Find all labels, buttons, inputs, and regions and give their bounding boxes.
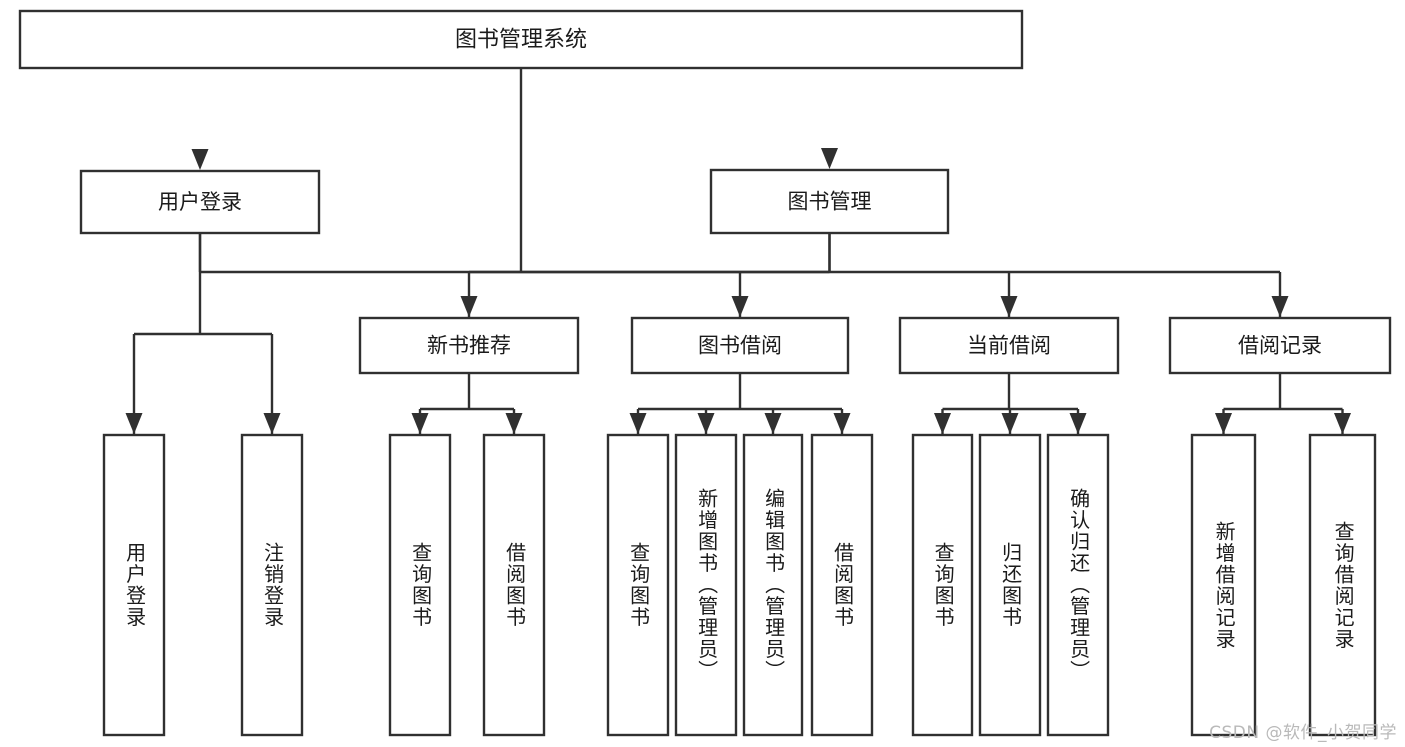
node-label-new-book-recommend: 新书推荐 <box>427 334 511 358</box>
arrow-down-icon <box>1271 296 1289 317</box>
node-box-return-book[interactable] <box>978 433 1042 737</box>
node-add-book-admin[interactable] <box>674 433 738 737</box>
arrow-down-icon <box>505 413 523 434</box>
arrow-down-icon <box>1334 413 1351 434</box>
node-box-book-management[interactable] <box>709 168 950 235</box>
node-label-current-borrow: 当前借阅 <box>967 334 1051 358</box>
arrow-down-icon <box>629 413 647 434</box>
node-box-edit-book-admin[interactable] <box>742 433 804 737</box>
node-box-add-borrow-record[interactable] <box>1190 433 1257 737</box>
node-label-borrow-records: 借阅记录 <box>1238 334 1322 358</box>
arrow-down-icon <box>833 413 851 434</box>
node-query-book-recommend[interactable] <box>388 433 452 737</box>
node-new-book-recommend[interactable]: 新书推荐 <box>358 316 580 375</box>
arrow-down-icon <box>1069 413 1087 434</box>
node-user-login[interactable]: 用户登录 <box>79 169 321 235</box>
node-label-book-borrow: 图书借阅 <box>698 334 782 358</box>
node-query-book-borrow[interactable] <box>606 433 670 737</box>
node-box-root[interactable] <box>18 9 1024 70</box>
node-borrow-book-recommend[interactable] <box>482 433 546 737</box>
node-borrow-book-borrow[interactable] <box>810 433 874 737</box>
arrow-down-icon <box>191 149 209 170</box>
arrow-down-icon <box>821 148 838 169</box>
node-box-add-book-admin[interactable] <box>674 433 738 737</box>
node-box-query-book-borrow[interactable] <box>606 433 670 737</box>
arrow-down-icon <box>263 413 281 434</box>
node-box-user-login[interactable] <box>79 169 321 235</box>
node-query-borrow-record[interactable] <box>1308 433 1377 737</box>
node-box-borrow-book-recommend[interactable] <box>482 433 546 737</box>
node-add-borrow-record[interactable] <box>1190 433 1257 737</box>
arrow-down-icon <box>934 413 951 434</box>
node-box-borrow-book-borrow[interactable] <box>810 433 874 737</box>
node-label-user-login: 用户登录 <box>158 190 242 214</box>
node-confirm-return-admin[interactable] <box>1046 433 1110 737</box>
arrow-down-icon <box>411 413 429 434</box>
node-edit-book-admin[interactable] <box>742 433 804 737</box>
node-user-logout[interactable] <box>240 433 304 737</box>
node-root[interactable]: 图书管理系统 <box>18 9 1024 70</box>
node-box-query-book-recommend[interactable] <box>388 433 452 737</box>
node-box-user-login-do[interactable] <box>102 433 166 737</box>
node-book-management[interactable]: 图书管理 <box>709 168 950 235</box>
arrow-down-icon <box>731 296 749 317</box>
arrow-down-icon <box>1215 413 1232 434</box>
node-box-confirm-return-admin[interactable] <box>1046 433 1110 737</box>
node-book-borrow[interactable]: 图书借阅 <box>630 316 850 375</box>
arrow-down-icon <box>1001 413 1019 434</box>
node-box-book-borrow[interactable] <box>630 316 850 375</box>
arrow-down-icon <box>460 296 478 317</box>
watermark-text: CSDN @软件_小贺同学 <box>1209 723 1397 743</box>
node-box-query-borrow-record[interactable] <box>1308 433 1377 737</box>
node-user-login-do[interactable] <box>102 433 166 737</box>
arrow-down-icon <box>1000 296 1018 317</box>
node-box-current-borrow[interactable] <box>898 316 1120 375</box>
node-borrow-records[interactable]: 借阅记录 <box>1168 316 1392 375</box>
node-return-book[interactable] <box>978 433 1042 737</box>
arrow-down-icon <box>125 413 143 434</box>
node-query-book-current[interactable] <box>911 433 974 737</box>
node-current-borrow[interactable]: 当前借阅 <box>898 316 1120 375</box>
node-box-query-book-current[interactable] <box>911 433 974 737</box>
node-label-root: 图书管理系统 <box>455 28 587 53</box>
node-box-new-book-recommend[interactable] <box>358 316 580 375</box>
node-box-user-logout[interactable] <box>240 433 304 737</box>
node-box-borrow-records[interactable] <box>1168 316 1392 375</box>
node-label-book-management: 图书管理 <box>788 190 872 214</box>
arrow-down-icon <box>764 413 782 434</box>
arrow-down-icon <box>697 413 715 434</box>
